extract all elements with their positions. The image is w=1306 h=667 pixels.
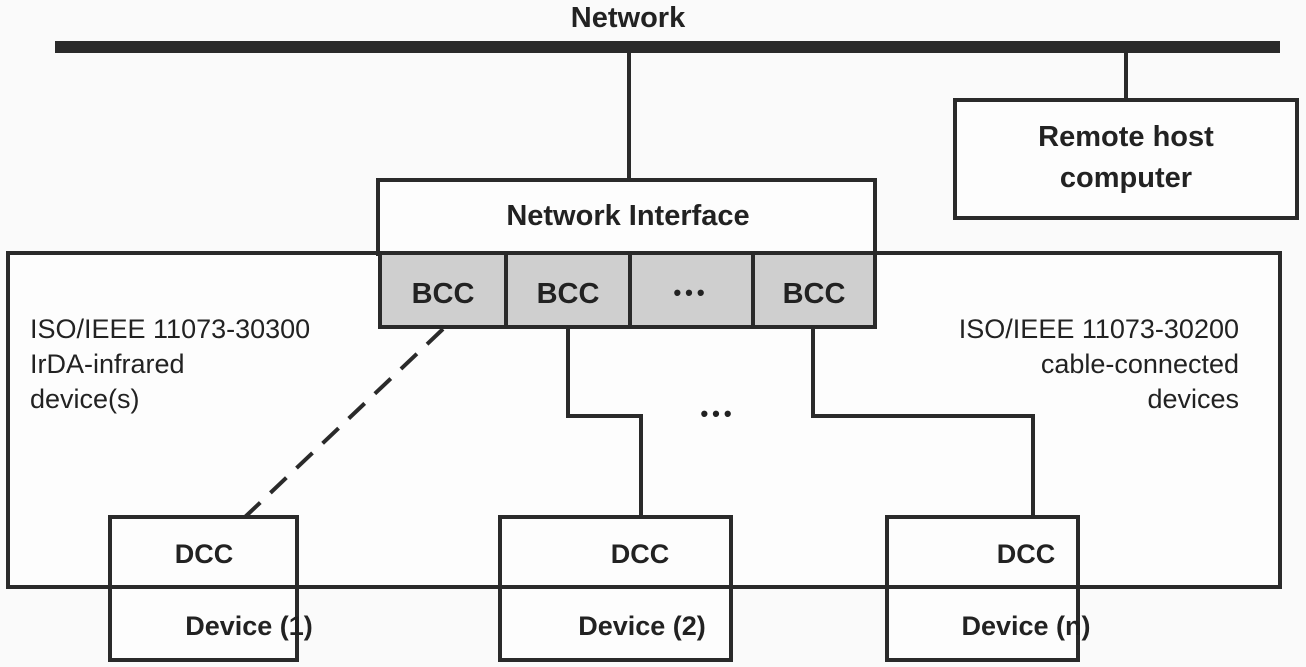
- bcc-slot-2: [504, 251, 632, 329]
- bcc-row: BCC BCC ••• BCC: [378, 251, 877, 329]
- infrared-link: [243, 327, 445, 519]
- cable-link-device-2: [566, 327, 643, 518]
- network-label: Network: [571, 2, 686, 34]
- device-n-label: Device (n): [961, 611, 1090, 641]
- device-2-dcc: DCC: [611, 539, 670, 569]
- middle-ellipsis: •••: [700, 401, 735, 426]
- right-annotation: ISO/IEEE 11073-30200 cable-connected dev…: [959, 314, 1239, 414]
- remote-host-line2: computer: [1060, 162, 1192, 194]
- right-annotation-line3: devices: [1147, 384, 1239, 414]
- network-bus: [55, 41, 1280, 53]
- network-interface-box: Network Interface: [376, 178, 877, 256]
- device-1-label: Device (1): [185, 611, 313, 641]
- remote-host-line1: Remote host: [1038, 121, 1214, 153]
- right-annotation-line1: ISO/IEEE 11073-30200: [959, 314, 1239, 344]
- bcc-slot-1: [378, 251, 508, 329]
- device-box-1: DCC Device (1): [108, 515, 313, 662]
- left-annotation: ISO/IEEE 11073-30300 IrDA-infrared devic…: [30, 314, 310, 414]
- device-n-dcc: DCC: [997, 539, 1056, 569]
- bcc-label-n: BCC: [783, 278, 846, 310]
- left-annotation-line1: ISO/IEEE 11073-30300: [30, 314, 310, 344]
- bcc-slot-n: [751, 251, 877, 329]
- device-2-label: Device (2): [578, 611, 706, 641]
- left-annotation-line2: IrDA-infrared: [30, 349, 185, 379]
- right-annotation-line2: cable-connected: [1041, 349, 1239, 379]
- network-interface-label: Network Interface: [506, 200, 749, 232]
- device-box-n: DCC Device (n): [885, 515, 1091, 662]
- left-annotation-line3: device(s): [30, 384, 140, 414]
- remote-host-box: Remote host computer: [953, 98, 1299, 220]
- bcc-label-ellipsis: •••: [673, 280, 708, 305]
- device-1-dcc: DCC: [175, 539, 234, 569]
- bcc-label-1: BCC: [412, 278, 475, 310]
- device-box-2: DCC Device (2): [498, 515, 733, 662]
- cable-link-device-n: [811, 327, 1035, 518]
- bcc-label-2: BCC: [537, 278, 600, 310]
